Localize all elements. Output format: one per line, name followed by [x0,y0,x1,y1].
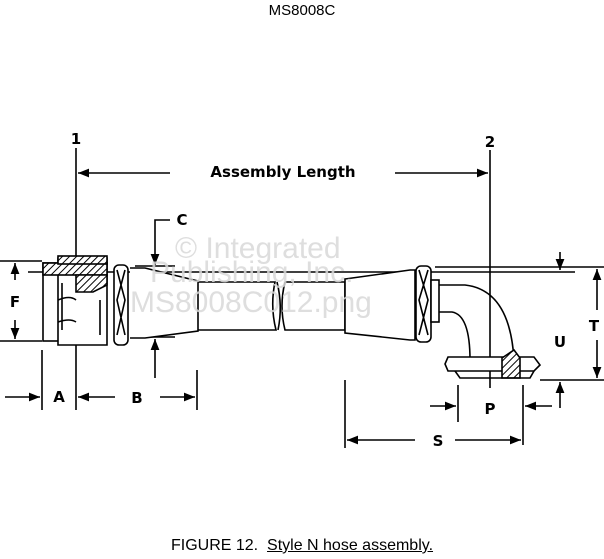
dimension-c-label: C [176,211,187,229]
dimension-s-label: S [433,432,444,450]
watermark-line-1: © Integrated [175,232,341,265]
dimension-p-label: P [485,400,496,418]
dimension-u-label: U [554,333,566,351]
dimension-t-label: T [589,317,600,335]
reference-label-2: 2 [485,133,495,151]
left-ferrule [130,267,199,339]
figure-title: Style N hose assembly. [267,537,434,554]
watermark-line-2: Publishing, Inc. [150,256,353,289]
reference-label-1: 1 [71,130,81,148]
elbow [439,284,515,361]
dimension-f-label: F [10,293,20,311]
dimension-b-label: B [131,389,142,407]
figure-number: FIGURE 12. [170,537,259,554]
flange [444,356,542,372]
document-id: MS8008C [268,2,336,19]
hose-left [198,281,278,331]
figure-caption: FIGURE 12. Style N hose assembly. [0,537,604,555]
watermark-line-3: MS8008C012.png [130,286,372,319]
assembly-length-label: Assembly Length [210,163,355,181]
coupling-nut [42,255,108,346]
dimension-a-label: A [53,388,65,406]
hose-right [281,281,346,331]
right-fitting-ring [415,265,432,343]
left-fitting-ring [113,264,129,346]
right-ferrule [344,269,416,341]
watermark: © Integrated Publishing, Inc. MS8008C012… [130,232,372,319]
